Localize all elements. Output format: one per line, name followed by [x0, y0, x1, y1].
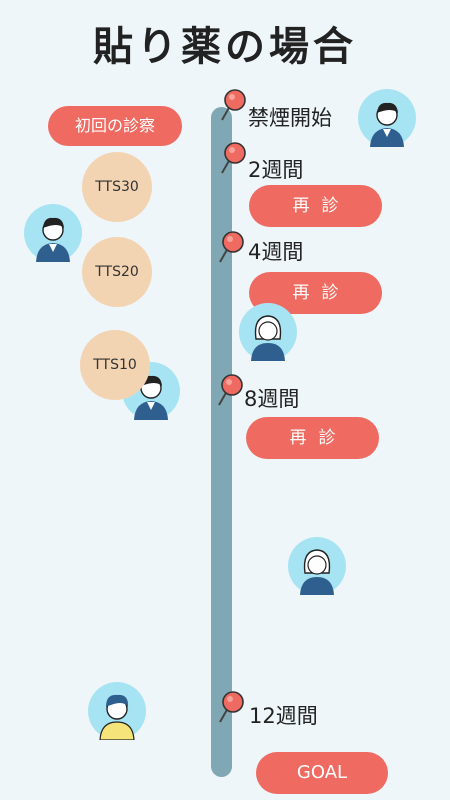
map-pin-icon	[221, 142, 246, 174]
dose-tts20: TTS20	[82, 237, 152, 307]
person-avatar-icon	[288, 537, 346, 595]
dose-tts30: TTS30	[82, 152, 152, 222]
person-avatar-icon	[358, 89, 416, 147]
map-pin-icon	[219, 231, 244, 263]
milestone-4-weeks-label: 4週間	[248, 240, 304, 264]
map-pin-icon	[221, 89, 246, 121]
page-title: 貼り薬の場合	[93, 24, 357, 70]
revisit-badge: 再診	[249, 185, 382, 227]
timeline-bar	[211, 107, 232, 777]
goal-badge: GOAL	[256, 752, 388, 794]
milestone-12-weeks-label: 12週間	[249, 704, 318, 728]
first-visit-badge: 初回の診察	[48, 106, 182, 146]
person-avatar-icon	[24, 204, 82, 262]
dose-tts10: TTS10	[80, 330, 150, 400]
revisit-badge: 再診	[246, 417, 379, 459]
milestone-start-label: 禁煙開始	[248, 106, 332, 130]
map-pin-icon	[219, 691, 244, 723]
milestone-2-weeks-label: 2週間	[248, 158, 304, 182]
map-pin-icon	[218, 374, 243, 406]
person-avatar-icon	[239, 303, 297, 361]
person-avatar-icon	[88, 682, 146, 740]
milestone-8-weeks-label: 8週間	[244, 387, 300, 411]
